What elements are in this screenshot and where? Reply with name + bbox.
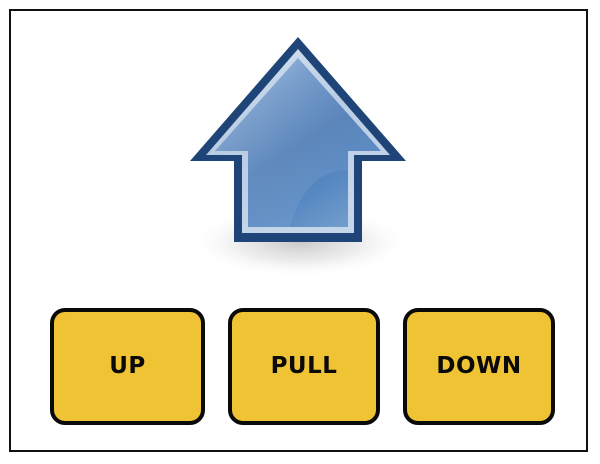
arrow-illustration xyxy=(150,20,450,290)
button-pull-label: PULL xyxy=(270,353,338,379)
button-down[interactable]: DOWN xyxy=(403,308,555,425)
up-arrow-icon xyxy=(188,37,412,278)
button-down-label: DOWN xyxy=(436,353,522,379)
arrow-gloss-highlight xyxy=(215,58,381,227)
button-up[interactable]: UP xyxy=(50,308,205,425)
button-up-label: UP xyxy=(109,353,146,379)
button-row: UP PULL DOWN xyxy=(50,308,555,425)
page-border-frame xyxy=(9,9,588,452)
button-pull[interactable]: PULL xyxy=(228,308,380,425)
